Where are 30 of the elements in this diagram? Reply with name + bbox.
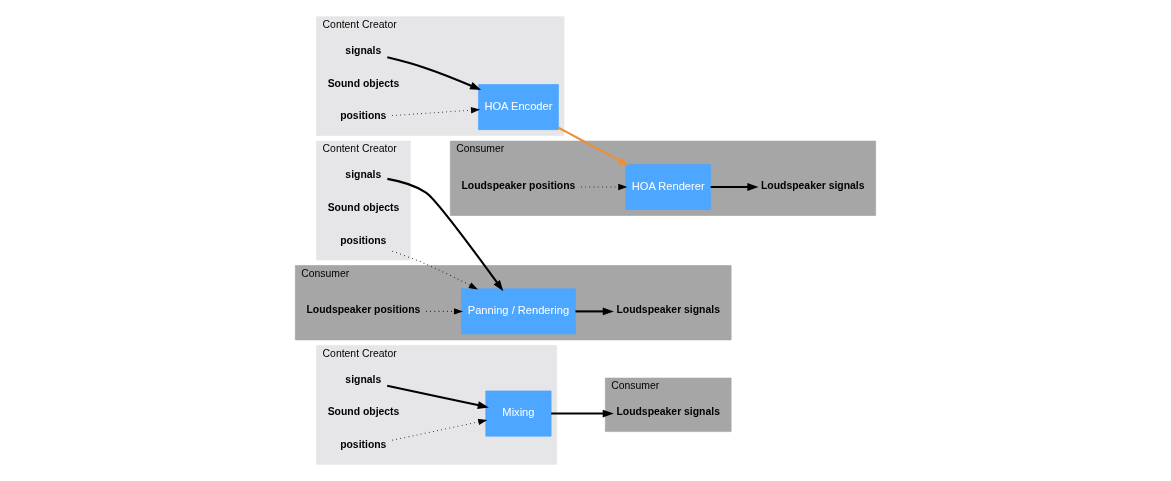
arrow xyxy=(575,307,614,316)
node-box: HOA Encoder xyxy=(478,84,559,130)
arrow xyxy=(391,107,481,117)
arrow xyxy=(710,183,759,191)
node-text: signals xyxy=(345,44,382,56)
node-text: positions xyxy=(340,438,387,450)
arrow xyxy=(551,409,614,418)
arrow xyxy=(391,418,488,441)
node-text: Loudspeaker positions xyxy=(306,304,421,316)
node-text: signals xyxy=(345,373,382,385)
node-text: Loudspeaker positions xyxy=(461,179,576,191)
node-text: positions xyxy=(340,234,387,246)
node-box: Panning / Rendering xyxy=(461,288,576,335)
arrow xyxy=(387,56,482,91)
node-text: positions xyxy=(340,110,387,122)
arrow xyxy=(580,183,628,191)
node-text: Loudspeaker signals xyxy=(760,179,865,191)
arrow xyxy=(425,308,463,315)
arrow xyxy=(391,250,478,290)
arrow xyxy=(557,126,630,166)
label: Sound objects xyxy=(327,77,400,89)
label: Sound objects xyxy=(327,406,400,418)
node-box: HOA Renderer xyxy=(625,164,711,210)
label: Sound objects xyxy=(327,201,400,213)
arrow xyxy=(386,384,489,409)
node-text: signals xyxy=(345,169,382,181)
arrow xyxy=(387,177,504,292)
node-text: Loudspeaker signals xyxy=(616,304,720,316)
node-box: Mixing xyxy=(485,390,552,437)
node-text: Loudspeaker signals xyxy=(616,406,720,418)
